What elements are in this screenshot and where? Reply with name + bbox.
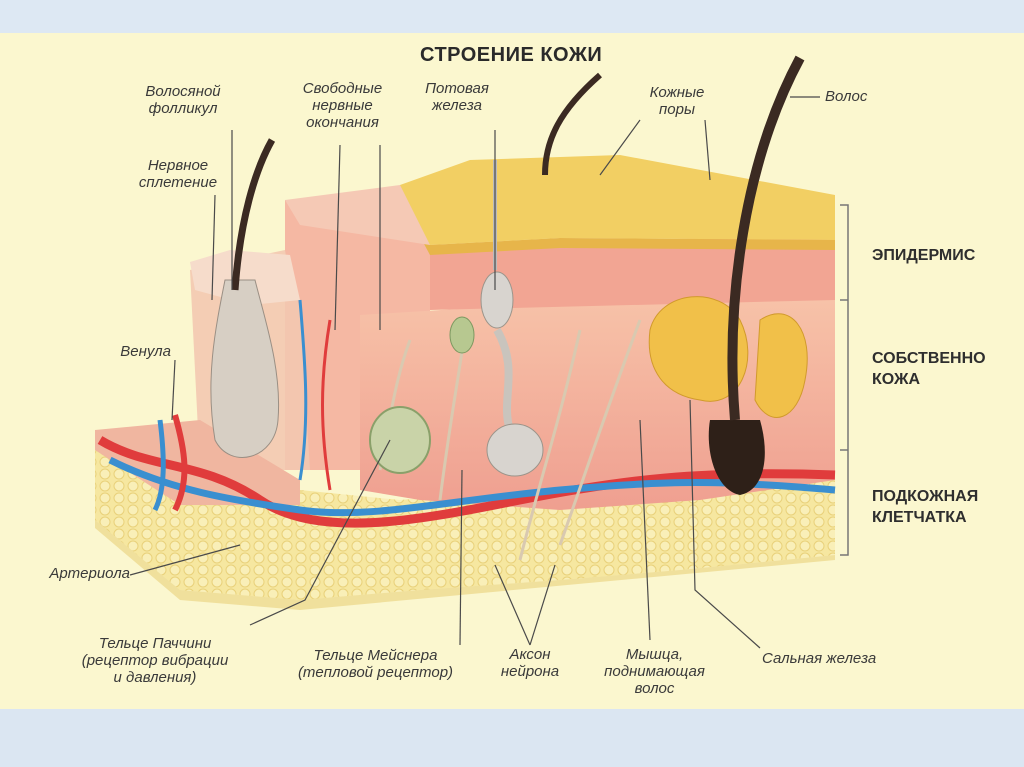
bottom-bar bbox=[0, 709, 1024, 767]
label-muscle: Мышца, поднимающая волос bbox=[604, 646, 705, 697]
hair-short bbox=[542, 72, 602, 176]
layer-dermis: СОБСТВЕННО КОЖА bbox=[872, 350, 986, 388]
label-pacinian: Тельце Паччини (рецептор вибрации и давл… bbox=[81, 635, 229, 686]
diagram-title: СТРОЕНИЕ КОЖИ bbox=[420, 44, 603, 66]
sebaceous-gland bbox=[648, 296, 808, 418]
label-axon: Аксон нейрона bbox=[500, 646, 560, 680]
label-sweat-gland: Потовая железа bbox=[425, 80, 489, 114]
label-hair: Волос bbox=[825, 88, 868, 105]
hair-right bbox=[708, 55, 805, 495]
label-sebaceous: Сальная железа bbox=[762, 650, 877, 667]
label-arteriole: Артериола bbox=[49, 565, 130, 582]
hair-follicle-left bbox=[210, 138, 280, 458]
layer-epidermis: ЭПИДЕРМИС bbox=[872, 247, 976, 264]
sweat-gland bbox=[480, 160, 544, 477]
receptor-small bbox=[449, 316, 475, 354]
label-free-nerve-endings: Свободные нервные окончания bbox=[302, 80, 383, 131]
label-nerve-plexus: Нервное сплетение bbox=[138, 157, 218, 191]
layer-brackets bbox=[840, 204, 849, 556]
label-skin-pores: Кожные поры bbox=[649, 84, 705, 118]
label-meissner: Тельце Мейснера (тепловой рецептор) bbox=[297, 647, 454, 681]
epidermis-layer bbox=[190, 155, 835, 305]
blood-vessels bbox=[97, 299, 836, 528]
meissner-corpuscle bbox=[369, 406, 431, 474]
top-bar bbox=[0, 0, 1024, 33]
leader-lines bbox=[129, 96, 820, 649]
label-venule: Венула bbox=[120, 343, 171, 360]
label-hair-follicle: Волосяной фолликул bbox=[145, 83, 221, 117]
layer-hypodermis: ПОДКОЖНАЯ КЛЕТЧАТКА bbox=[872, 488, 979, 526]
